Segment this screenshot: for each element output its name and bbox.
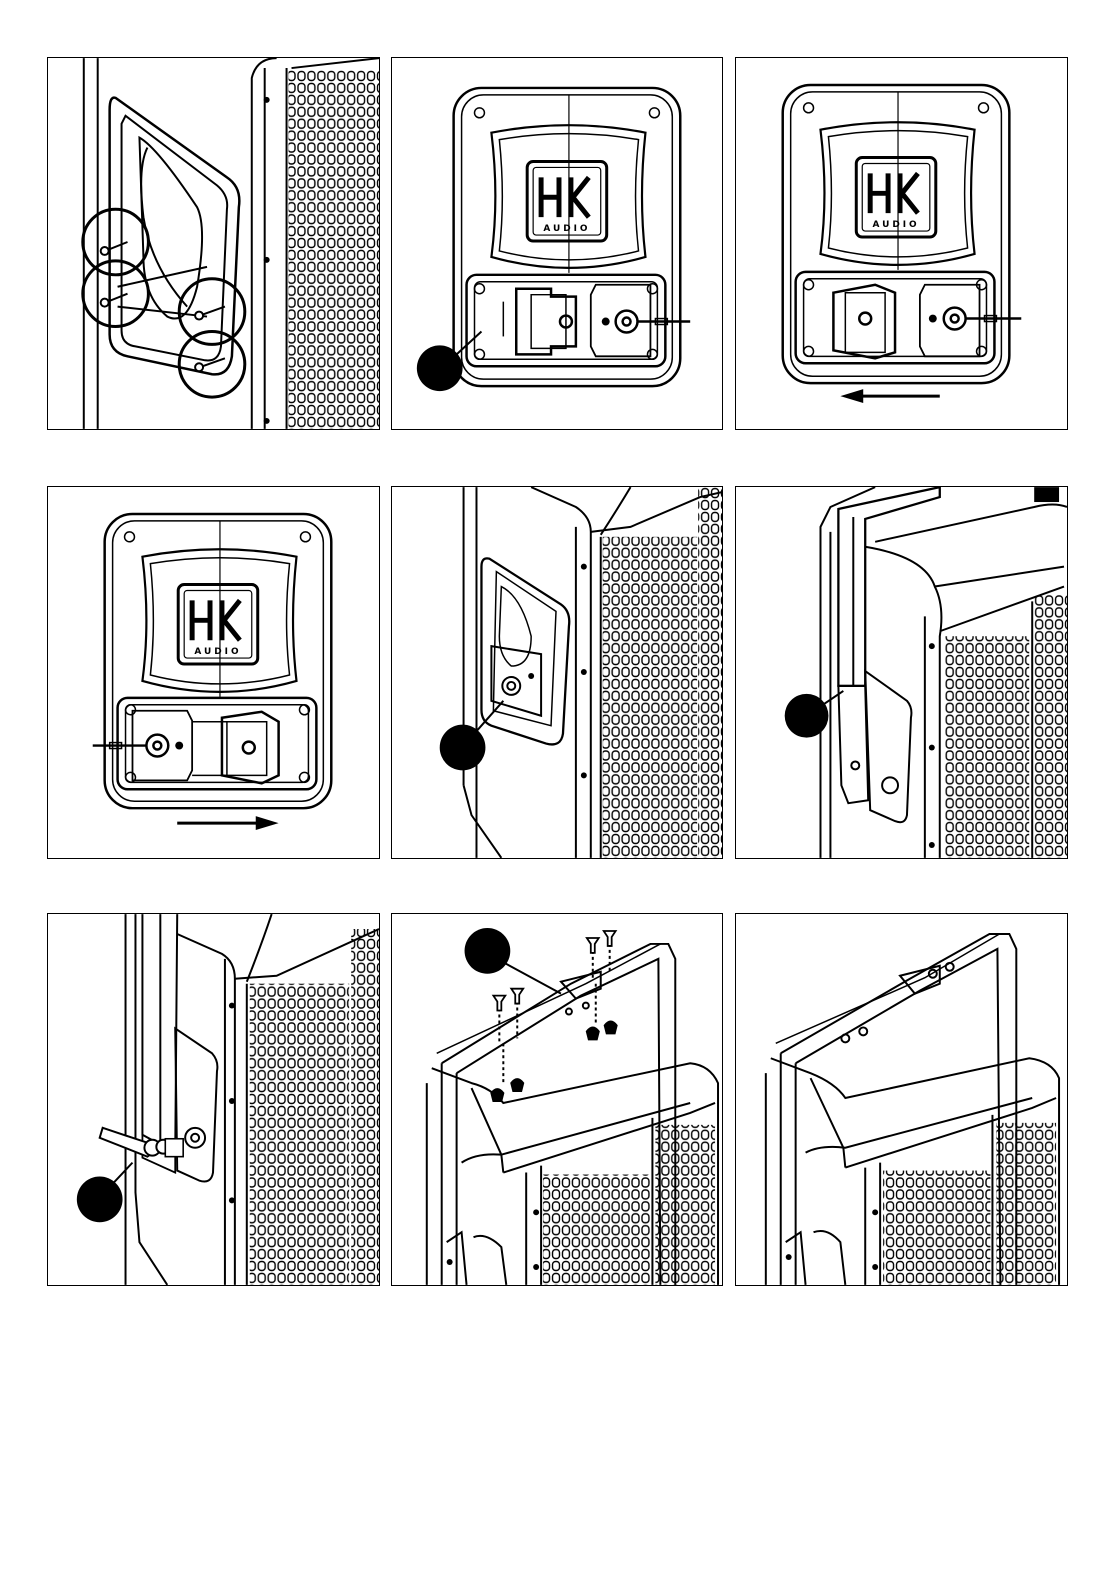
screw-circle-1: [83, 209, 149, 275]
hk-audio-logo: AUDIO: [856, 158, 936, 238]
panel-2-drawing: AUDIO: [392, 58, 722, 429]
panel-5: [391, 486, 723, 859]
screw-circle-2: [83, 261, 149, 327]
callout-dot: [440, 725, 486, 771]
panel-8: [391, 913, 723, 1286]
panel-8-drawing: [392, 914, 722, 1285]
panel-7: [47, 913, 380, 1286]
hk-audio-logo: AUDIO: [527, 161, 607, 241]
arrow-left: [840, 389, 939, 403]
panel-2: AUDIO: [391, 57, 723, 430]
panel-7-drawing: [48, 914, 379, 1285]
panel-9-drawing: [736, 914, 1067, 1285]
panel-1: [47, 57, 380, 430]
panel-3: AUDIO: [735, 57, 1068, 430]
panel-6: [735, 486, 1068, 859]
logo-text: AUDIO: [543, 224, 590, 234]
panel-1-drawing: [48, 58, 379, 429]
hk-audio-logo: AUDIO: [178, 585, 258, 665]
screw-circle-4: [179, 331, 245, 397]
panel-3-drawing: AUDIO: [736, 58, 1067, 429]
callout-dot: [465, 928, 511, 974]
callout-dot: [77, 1177, 123, 1223]
panel-9: [735, 913, 1068, 1286]
panel-6-drawing: [736, 487, 1067, 858]
panel-4-drawing: AUDIO: [48, 487, 379, 858]
arrow-right: [177, 816, 278, 830]
logo-text: AUDIO: [872, 220, 919, 230]
panel-4: AUDIO: [47, 486, 380, 859]
panel-5-drawing: [392, 487, 722, 858]
callout-dot: [417, 345, 463, 391]
logo-text: AUDIO: [194, 647, 241, 657]
callout-dot: [785, 694, 829, 738]
